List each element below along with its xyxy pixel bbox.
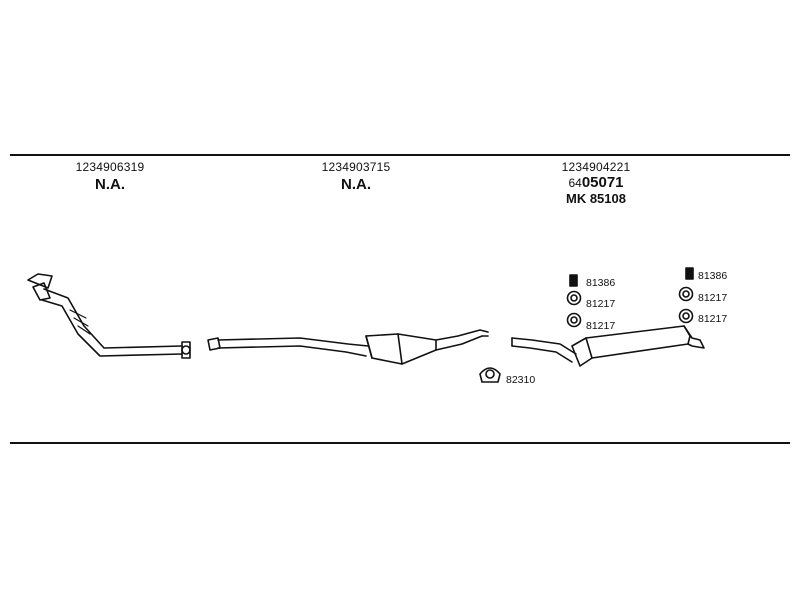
clip-right-label: 81386 — [698, 270, 728, 282]
front-pipe-header: 1234906319 N.A. — [60, 160, 160, 193]
ring-right-b-label: 81217 — [698, 313, 728, 325]
clamp-drawing — [479, 367, 501, 383]
rear-muffler-part-number: 1234904221 — [561, 160, 631, 174]
front-pipe-part-number: 1234906319 — [75, 160, 145, 174]
middle-muffler-drawing — [207, 329, 489, 365]
clamp-label: 82310 — [506, 374, 536, 386]
rear-muffler-ref: 6405071 — [546, 174, 646, 191]
front-pipe-drawing — [27, 273, 191, 359]
front-pipe-ref: N.A. — [95, 176, 125, 193]
rear-muffler-drawing — [511, 325, 705, 367]
rear-muffler-header: 1234904221 6405071 MK 85108 — [546, 160, 646, 206]
middle-muffler-ref: N.A. — [341, 176, 371, 193]
bottom-divider — [10, 442, 790, 444]
middle-muffler-part-number: 1234903715 — [321, 160, 391, 174]
top-divider — [10, 154, 790, 156]
rear-muffler-ref-prefix: 64 — [568, 176, 582, 190]
hardware-left-drawing — [566, 274, 582, 328]
ring-left-b-label: 81217 — [586, 320, 616, 332]
hardware-right-drawing — [678, 267, 694, 324]
ring-left-a-label: 81217 — [586, 298, 616, 310]
clip-left-label: 81386 — [586, 277, 616, 289]
rear-muffler-kit: MK 85108 — [566, 191, 626, 206]
middle-muffler-header: 1234903715 N.A. — [306, 160, 406, 193]
rear-muffler-ref-main: 05071 — [581, 174, 624, 191]
ring-right-a-label: 81217 — [698, 292, 728, 304]
